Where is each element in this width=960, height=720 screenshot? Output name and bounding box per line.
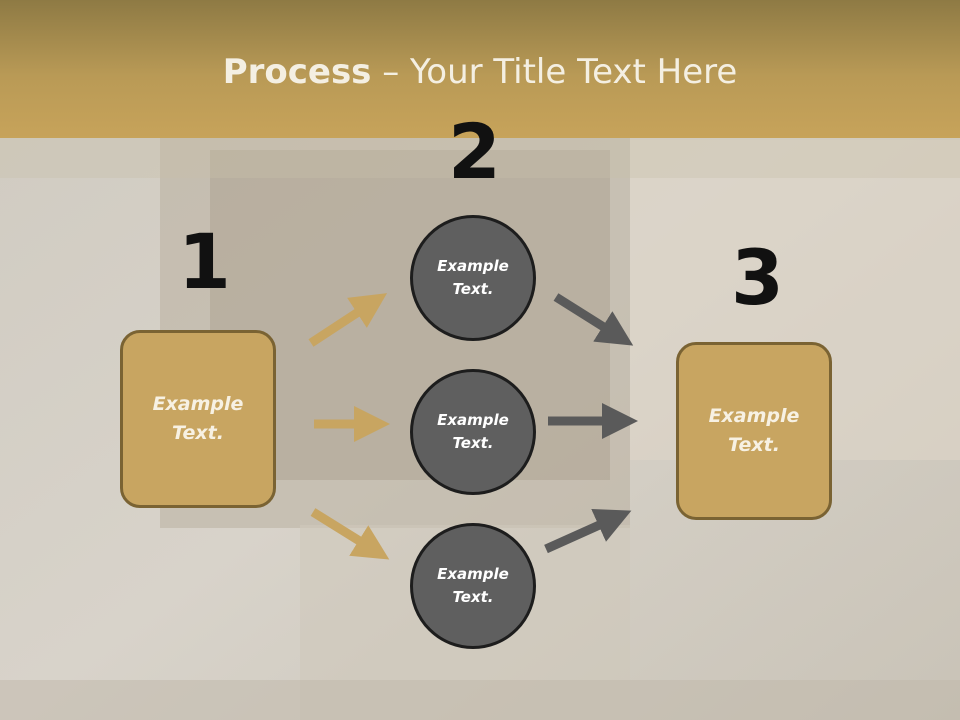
right-text-box[interactable]: Example Text. bbox=[676, 342, 832, 520]
circle-bottom-text: Example Text. bbox=[437, 565, 509, 606]
step-number-2: 2 bbox=[448, 107, 501, 196]
title-bold: Process bbox=[222, 52, 372, 92]
left-box-text: Example Text. bbox=[152, 393, 244, 444]
right-box-text: Example Text. bbox=[708, 405, 800, 456]
arrow-to-top-circle bbox=[308, 293, 388, 347]
title-rest: – Your Title Text Here bbox=[371, 52, 738, 92]
circle-top-text: Example Text. bbox=[437, 257, 509, 298]
circle-middle-text: Example Text. bbox=[437, 411, 509, 452]
step-number-3: 3 bbox=[731, 233, 784, 322]
arrow-from-bottom-circle bbox=[544, 508, 632, 554]
arrow-from-top-circle bbox=[553, 293, 634, 346]
circle-top[interactable]: Example Text. bbox=[410, 215, 536, 341]
circle-middle[interactable]: Example Text. bbox=[410, 369, 536, 495]
left-text-box[interactable]: Example Text. bbox=[120, 330, 276, 508]
arrow-to-bottom-circle bbox=[310, 508, 390, 560]
slide-title[interactable]: Process – Your Title Text Here bbox=[0, 52, 960, 92]
title-band bbox=[0, 0, 960, 138]
circle-bottom[interactable]: Example Text. bbox=[410, 523, 536, 649]
step-number-1: 1 bbox=[178, 217, 231, 306]
